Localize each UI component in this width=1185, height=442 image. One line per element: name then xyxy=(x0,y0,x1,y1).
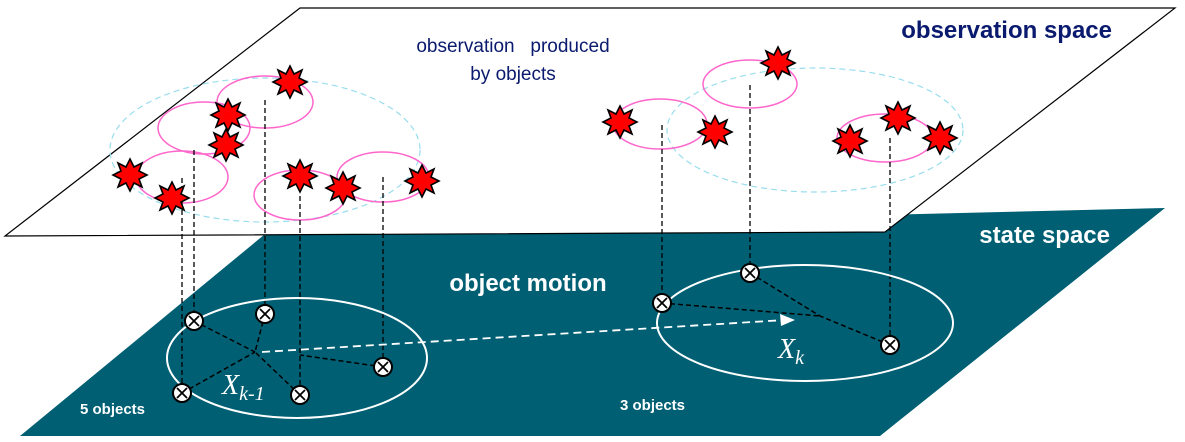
red-star-burst-icon xyxy=(697,115,733,149)
circled-x-icon xyxy=(880,335,900,355)
red-star-burst-icon xyxy=(208,128,244,162)
center-link xyxy=(299,354,384,368)
center-link xyxy=(254,313,266,353)
observation-space-title: observation space xyxy=(901,17,1112,44)
state-set-symbol: X xyxy=(221,370,240,401)
red-star-burst-icon xyxy=(272,65,308,99)
red-star-burst-icon xyxy=(404,164,440,198)
red-star-burst-icon xyxy=(282,159,318,193)
circled-x-icon xyxy=(172,383,192,403)
observation-caption-line1: observation produced xyxy=(416,36,609,57)
red-star-burst-icon xyxy=(210,98,246,132)
center-link xyxy=(193,320,256,353)
state-set-subscript: k-1 xyxy=(239,383,265,405)
state-set-label-k-minus-1: Xk-1 xyxy=(221,370,265,405)
red-star-burst-icon xyxy=(112,158,148,192)
right-object-count: 3 objects xyxy=(620,397,685,414)
object-motion-arrow xyxy=(261,314,795,353)
circled-x-icon xyxy=(290,385,310,405)
red-star-burst-icon xyxy=(760,46,796,80)
state-set-label-k: Xk xyxy=(777,334,805,369)
circled-x-icon xyxy=(652,293,672,313)
state-set-circle-right xyxy=(656,264,954,382)
state-space-plane xyxy=(20,208,1165,436)
circled-x-icon xyxy=(740,263,760,283)
state-set-subscript: k xyxy=(795,347,805,369)
observation-circle xyxy=(702,59,798,109)
red-star-burst-icon xyxy=(602,105,638,139)
circled-x-icon xyxy=(255,304,275,324)
circled-x-icon xyxy=(373,357,393,377)
state-set-symbol: X xyxy=(777,334,796,365)
observation-object-connectors xyxy=(181,85,891,395)
center-link xyxy=(749,272,821,317)
center-link xyxy=(181,351,256,394)
object-markers xyxy=(172,263,900,405)
red-star-burst-icon xyxy=(154,181,190,215)
object-motion-label: object motion xyxy=(449,270,606,297)
center-link xyxy=(661,302,821,317)
center-link xyxy=(819,315,891,346)
red-star-burst-icon xyxy=(325,171,361,205)
observation-region-circle-right xyxy=(666,67,964,193)
object-center-links xyxy=(181,272,891,396)
circled-x-icon xyxy=(184,311,204,331)
state-set-circle-left xyxy=(166,297,428,419)
state-space-title: state space xyxy=(979,222,1110,249)
red-star-burst-icon xyxy=(880,101,916,135)
left-object-count: 5 objects xyxy=(80,401,145,418)
red-star-burst-icon xyxy=(922,121,958,155)
observation-caption-line2: by objects xyxy=(470,64,556,85)
red-star-burst-icon xyxy=(832,124,868,158)
center-link xyxy=(254,351,301,396)
